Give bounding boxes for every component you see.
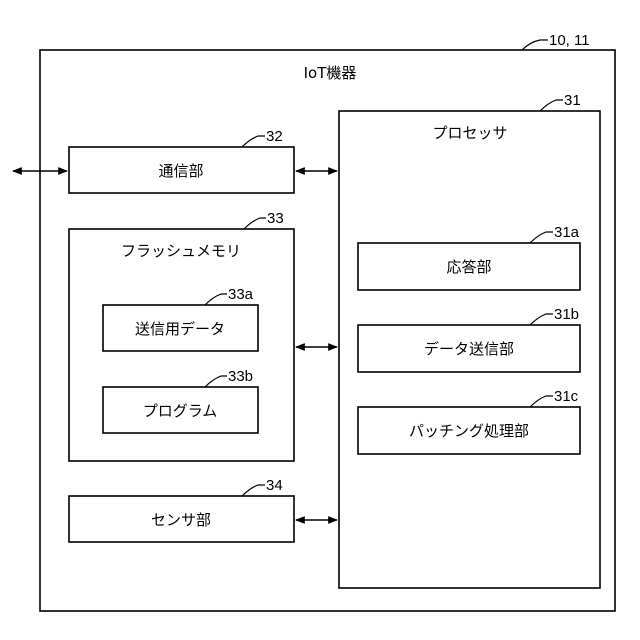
flash-label: フラッシュメモリ bbox=[121, 242, 241, 260]
data-tx-leader bbox=[530, 314, 553, 325]
sensor-label: センサ部 bbox=[151, 511, 211, 529]
data-tx-ref: 31b bbox=[554, 306, 579, 323]
response-ref: 31a bbox=[554, 224, 580, 241]
flash-leader bbox=[244, 218, 266, 229]
device-ref: 10, 11 bbox=[549, 32, 590, 49]
comm-ref: 32 bbox=[266, 128, 283, 145]
tx-data-label: 送信用データ bbox=[135, 320, 225, 338]
response-label: 応答部 bbox=[446, 258, 491, 276]
processor-label: プロセッサ bbox=[432, 124, 507, 142]
tx-data-ref: 33a bbox=[228, 286, 254, 303]
program-label: プログラム bbox=[143, 402, 218, 420]
flash-ref: 33 bbox=[267, 210, 284, 227]
device-box bbox=[40, 50, 615, 611]
program-leader bbox=[205, 376, 227, 387]
processor-ref: 31 bbox=[564, 92, 581, 109]
program-ref: 33b bbox=[228, 368, 253, 385]
patching-leader bbox=[530, 396, 553, 407]
device-title: IoT機器 bbox=[304, 64, 357, 82]
comm-label: 通信部 bbox=[158, 162, 203, 180]
patching-label: パッチング処理部 bbox=[409, 422, 529, 440]
comm-leader bbox=[242, 136, 265, 147]
response-leader bbox=[530, 232, 553, 243]
device-leader bbox=[522, 40, 548, 50]
data-tx-label: データ送信部 bbox=[424, 340, 514, 358]
processor-leader bbox=[540, 100, 563, 111]
sensor-ref: 34 bbox=[266, 477, 283, 494]
sensor-leader bbox=[242, 485, 265, 496]
patching-ref: 31c bbox=[554, 388, 579, 405]
tx-data-leader bbox=[205, 294, 227, 305]
